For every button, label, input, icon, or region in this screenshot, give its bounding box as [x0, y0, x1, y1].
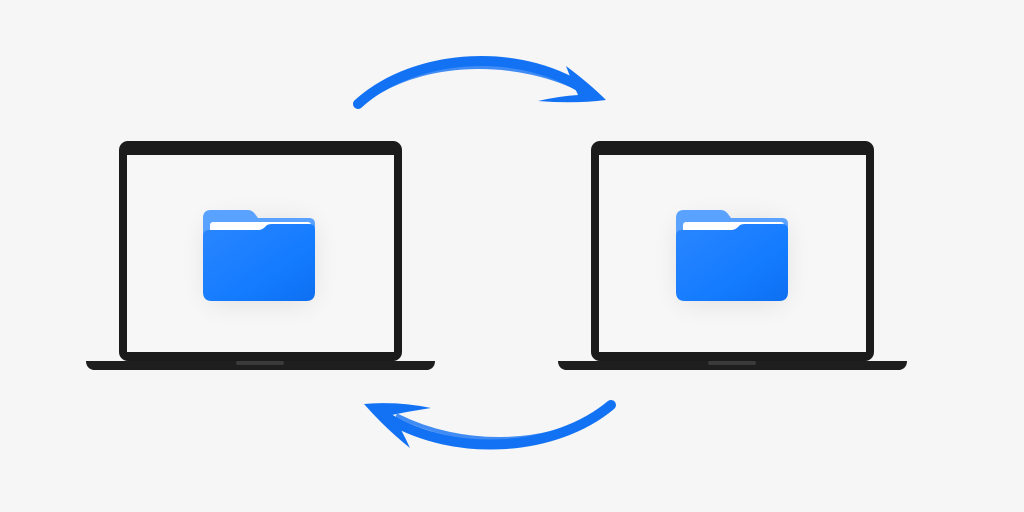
sync-arrow-icon: [353, 56, 606, 109]
laptop-right: [558, 141, 907, 370]
laptop-base: [558, 361, 907, 370]
arrow-bottom-head: [364, 403, 431, 448]
laptop-notch: [236, 361, 284, 365]
folder-icon: [203, 210, 315, 302]
laptop-left: [86, 141, 435, 370]
folder-icon: [676, 210, 788, 302]
arrow-top-head: [538, 66, 606, 103]
laptop-notch: [708, 361, 756, 365]
arrow-bottom-stroke-inner: [396, 412, 600, 441]
arrow-top-stroke: [353, 56, 597, 109]
arrow-top-stroke-inner: [370, 65, 587, 98]
sync-arrow-icon: [364, 400, 616, 450]
laptop-base: [86, 361, 435, 370]
